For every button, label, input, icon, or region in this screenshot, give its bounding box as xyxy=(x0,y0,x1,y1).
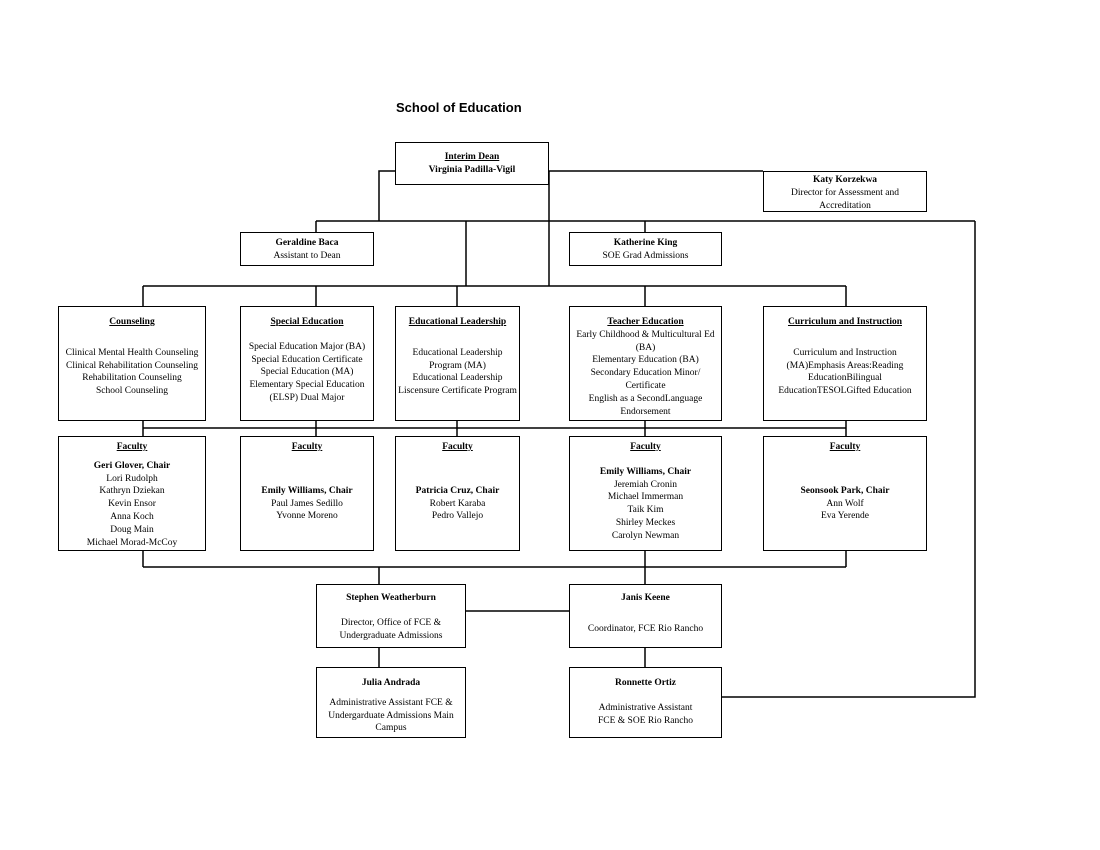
department-name: Teacher Education xyxy=(607,317,684,327)
faculty-heading: Faculty xyxy=(829,442,861,452)
department-box-educational-leadership: Educational Leadership Educational Leade… xyxy=(395,306,520,421)
assessment-box: Katy Korzekwa Director for Assessment an… xyxy=(763,171,927,212)
admin-rio-rancho-box: Ronnette Ortiz Administrative Assistant … xyxy=(569,667,722,738)
faculty-box-teacher-education: Faculty Emily Williams, Chair Jeremiah C… xyxy=(569,436,722,551)
fce-coordinator-name: Janis Keene xyxy=(621,593,670,603)
faculty-members: Jeremiah Cronin Michael Immerman Taik Ki… xyxy=(607,479,684,541)
faculty-members: Paul James Sedillo Yvonne Moreno xyxy=(271,498,343,522)
assistant-box: Geraldine Baca Assistant to Dean xyxy=(240,232,374,266)
department-name: Educational Leadership xyxy=(408,317,507,327)
faculty-chair: Emily Williams, Chair xyxy=(599,466,692,477)
fce-director-box: Stephen Weatherburn Director, Office of … xyxy=(316,584,466,648)
department-name: Counseling xyxy=(109,317,155,327)
faculty-chair: Emily Williams, Chair xyxy=(261,485,353,496)
connector-dean-assistants xyxy=(378,170,396,221)
faculty-members: Ann Wolf Eva Yerende xyxy=(820,498,869,522)
admin-rr-role: Administrative Assistant FCE & SOE Rio R… xyxy=(597,702,693,726)
assessment-role: Director for Assessment and Accreditatio… xyxy=(791,187,899,211)
grad-role: SOE Grad Admissions xyxy=(602,250,689,261)
assistant-name: Geraldine Baca xyxy=(275,238,339,248)
dean-title: Interim Dean xyxy=(444,152,500,162)
faculty-box-curriculum-instruction: Faculty Seonsook Park, Chair Ann Wolf Ev… xyxy=(763,436,927,551)
department-box-special-education: Special Education Special Education Majo… xyxy=(240,306,374,421)
faculty-box-educational-leadership: Faculty Patricia Cruz, Chair Robert Kara… xyxy=(395,436,520,551)
faculty-box-special-education: Faculty Emily Williams, Chair Paul James… xyxy=(240,436,374,551)
admin-main-name: Julia Andrada xyxy=(361,678,421,688)
assistant-role: Assistant to Dean xyxy=(273,250,341,261)
department-programs: Special Education Major (BA) Special Edu… xyxy=(248,341,366,403)
page-title: School of Education xyxy=(396,100,522,115)
department-box-counseling: Counseling Clinical Mental Health Counse… xyxy=(58,306,206,421)
department-name: Special Education xyxy=(270,317,344,327)
faculty-box-counseling: Faculty Geri Glover, Chair Lori Rudolph … xyxy=(58,436,206,551)
fce-director-name: Stephen Weatherburn xyxy=(346,593,436,603)
faculty-heading: Faculty xyxy=(291,442,323,452)
department-name: Curriculum and Instruction xyxy=(787,317,902,327)
dean-name: Virginia Padilla-Vigil xyxy=(428,164,516,175)
faculty-heading: Faculty xyxy=(442,442,473,452)
department-box-teacher-education: Teacher Education Early Childhood & Mult… xyxy=(569,306,722,421)
department-programs: Clinical Mental Health Counseling Clinic… xyxy=(65,347,199,397)
fce-coordinator-role: Coordinator, FCE Rio Rancho xyxy=(587,623,704,634)
faculty-chair: Geri Glover, Chair xyxy=(93,460,171,471)
admin-main-box: Julia Andrada Administrative Assistant F… xyxy=(316,667,466,738)
faculty-heading: Faculty xyxy=(630,442,661,452)
grad-name: Katherine King xyxy=(613,238,678,248)
fce-director-role: Director, Office of FCE & Undergraduate … xyxy=(339,617,443,641)
grad-admissions-box: Katherine King SOE Grad Admissions xyxy=(569,232,722,266)
faculty-members: Lori Rudolph Kathryn Dziekan Kevin Ensor… xyxy=(86,473,178,548)
admin-main-role: Administrative Assistant FCE & Undergard… xyxy=(328,697,454,734)
department-programs: Early Childhood & Multicultural Ed (BA) … xyxy=(576,329,715,417)
department-box-curriculum-instruction: Curriculum and Instruction Curriculum an… xyxy=(763,306,927,421)
connector-right-side xyxy=(722,221,976,698)
fce-coordinator-box: Janis Keene Coordinator, FCE Rio Rancho xyxy=(569,584,722,648)
faculty-members: Robert Karaba Pedro Vallejo xyxy=(429,498,486,522)
department-programs: Educational Leadership Program (MA) Educ… xyxy=(398,347,517,397)
department-programs: Curriculum and Instruction (MA)Emphasis … xyxy=(778,347,912,397)
assessment-name: Katy Korzekwa xyxy=(812,175,878,185)
admin-rr-name: Ronnette Ortiz xyxy=(615,678,676,688)
faculty-chair: Patricia Cruz, Chair xyxy=(415,485,500,496)
faculty-heading: Faculty xyxy=(116,442,148,452)
faculty-chair: Seonsook Park, Chair xyxy=(800,485,890,496)
dean-box: Interim Dean Virginia Padilla-Vigil xyxy=(395,142,549,185)
